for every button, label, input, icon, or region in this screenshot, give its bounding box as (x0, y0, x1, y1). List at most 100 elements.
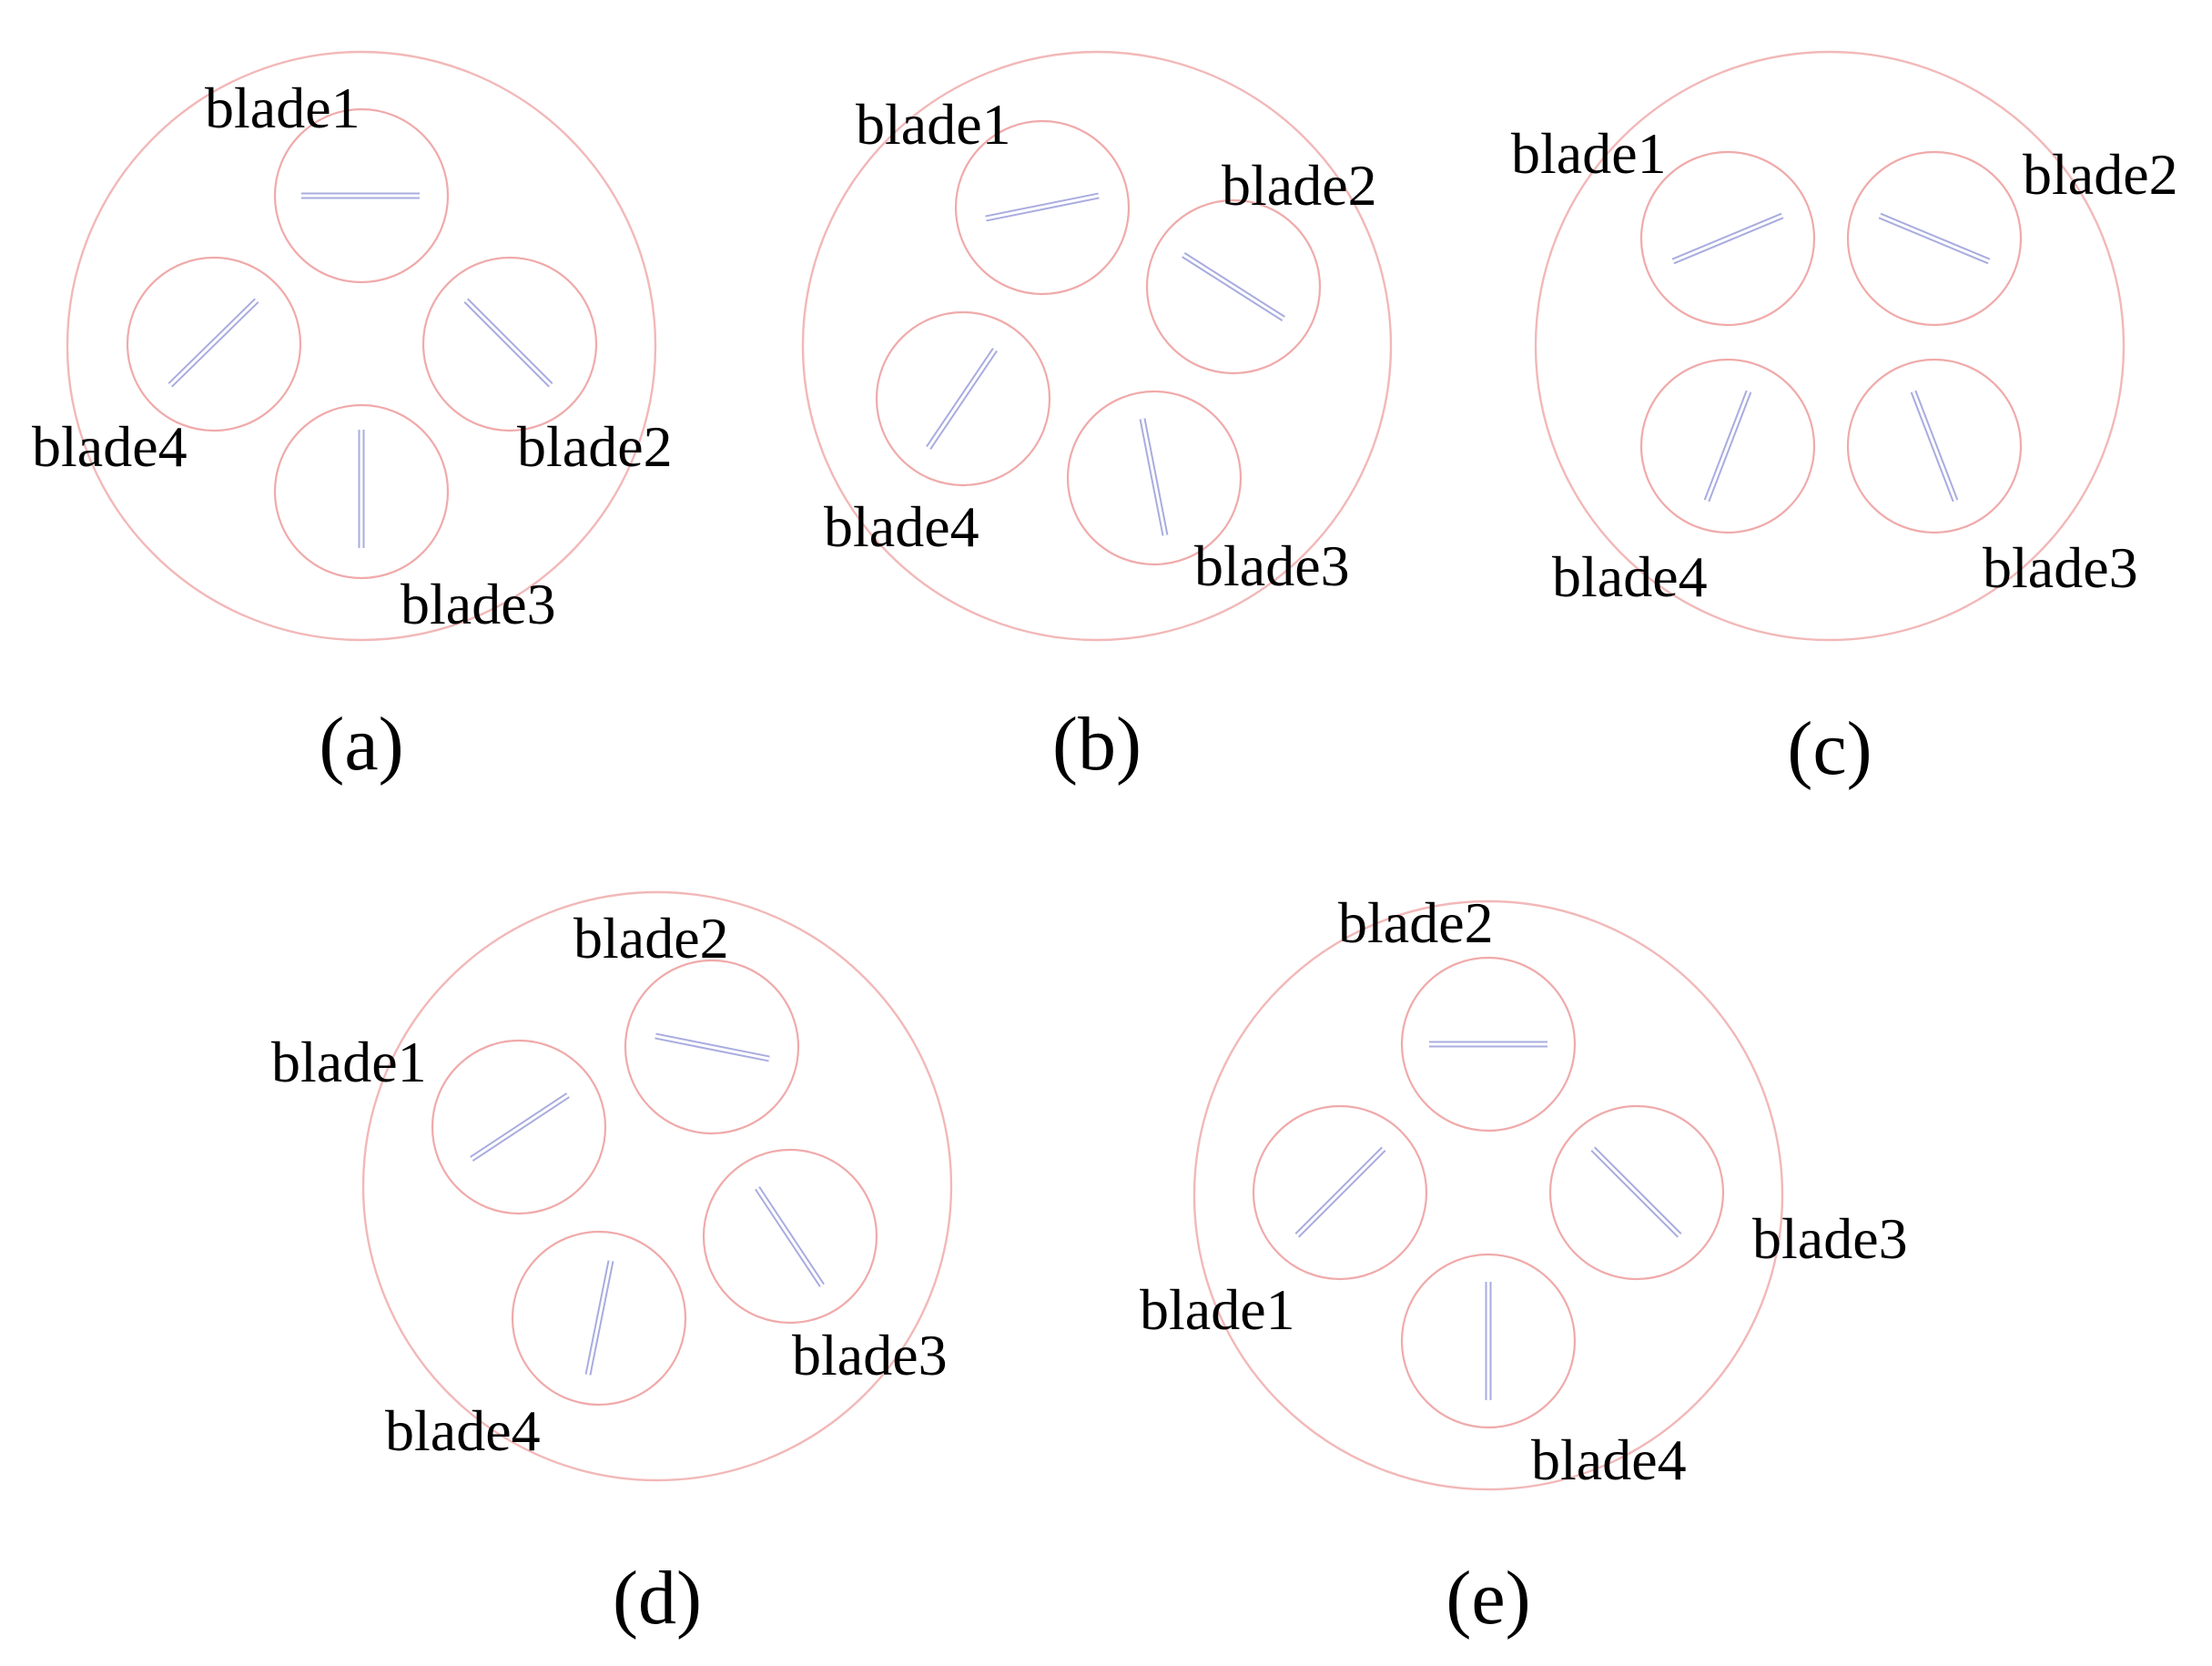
blade-label: blade2 (2023, 142, 2178, 207)
blade-label: blade2 (1222, 153, 1377, 218)
panel-b: blade1 blade2 blade3 blade4 (b) (801, 50, 1393, 787)
panel-a: blade1 blade2 blade3 blade4 (a) (32, 50, 673, 787)
rotor-blade2: blade2 (573, 906, 800, 1135)
rotor-circle (421, 256, 598, 432)
rotor-circle (273, 107, 450, 284)
blade-label: blade3 (1983, 535, 2138, 600)
blade-line (1878, 212, 1991, 265)
blade-line (167, 298, 259, 388)
blade-label: blade2 (573, 906, 729, 970)
blade-label: blade4 (32, 414, 188, 479)
rotor-circle (273, 403, 450, 580)
panel-caption: (d) (613, 1556, 702, 1641)
rotor-circle (1846, 358, 2023, 534)
blade-line (1910, 390, 1959, 503)
rotor-circle (511, 1230, 687, 1407)
rotor-blade4: blade4 (824, 310, 1051, 559)
panel-caption: (b) (1052, 702, 1142, 787)
blade-line (1182, 252, 1285, 321)
blade-label: blade3 (1194, 533, 1350, 598)
panel-caption: (e) (1446, 1556, 1530, 1641)
rotor-circle (1066, 390, 1243, 566)
domain-circle (1192, 899, 1784, 1491)
blade-core (1295, 1147, 1385, 1237)
blade-core (1672, 214, 1783, 263)
rotor-blade1: blade1 (205, 76, 450, 284)
blade-core (464, 299, 553, 387)
rotor-blade4: blade4 (32, 256, 302, 479)
blade-label: blade1 (1140, 1277, 1295, 1342)
blade-label: blade1 (205, 76, 360, 140)
rotor-circle (1548, 1104, 1725, 1281)
rotor-blade3: blade3 (1846, 358, 2138, 600)
blade-label: blade1 (856, 92, 1011, 157)
blade-core (756, 1187, 824, 1286)
rotor-circle (875, 310, 1051, 487)
rotor-circle (1400, 956, 1577, 1133)
domain-circle (1534, 50, 2126, 642)
rotor-blade4: blade4 (1400, 1253, 1687, 1492)
rotor-circle (1639, 150, 1816, 327)
blade-core (1182, 253, 1284, 320)
blade-line (1703, 390, 1752, 503)
rotor-blade3: blade3 (702, 1148, 948, 1387)
blade-label: blade4 (1552, 544, 1708, 609)
rotor-blade2: blade2 (421, 256, 673, 479)
blade-core (1141, 418, 1167, 536)
blade-core (1705, 391, 1750, 502)
rotor-blade4: blade4 (385, 1230, 687, 1463)
blade-line (470, 1092, 570, 1162)
blade-line (985, 192, 1100, 222)
rotor-blade2: blade2 (1846, 142, 2178, 327)
blade-line (1671, 212, 1784, 265)
blade-label: blade4 (385, 1398, 541, 1463)
panel-caption: (a) (319, 702, 403, 787)
blade-core (654, 1034, 770, 1061)
rotor-blade1: blade1 (1140, 1104, 1428, 1342)
rotor-circle (1400, 1253, 1577, 1429)
domain-circle (66, 50, 657, 642)
blade-label: blade2 (1338, 890, 1494, 955)
blade-core (1912, 391, 1957, 502)
blade-core (1879, 214, 1990, 263)
blade-label: blade3 (792, 1323, 948, 1387)
panel-c: blade1 blade2 blade3 blade4 (c) (1511, 50, 2178, 791)
blade-line (1139, 418, 1169, 536)
blade-label: blade1 (271, 1030, 427, 1094)
blade-line (654, 1032, 770, 1062)
rotor-blade2: blade2 (1338, 890, 1577, 1133)
rotor-circle (126, 256, 302, 432)
blade-core (168, 299, 259, 387)
blade-core (471, 1093, 569, 1161)
blade-line (1590, 1146, 1682, 1238)
domain-circle (361, 890, 953, 1482)
rotor-circle (954, 119, 1131, 296)
rotor-blade4: blade4 (1552, 358, 1816, 609)
rotor-blade3: blade3 (1548, 1104, 1908, 1281)
rotor-blade1: blade1 (1511, 121, 1816, 327)
rotor-circle (1639, 358, 1816, 534)
domain-circle (801, 50, 1393, 642)
rotor-circle (1145, 198, 1322, 375)
rotor-circle (702, 1148, 878, 1325)
blade-line (926, 348, 998, 450)
blade-core (927, 349, 997, 449)
blade-core (1591, 1147, 1681, 1237)
rotor-blade1: blade1 (271, 1030, 607, 1215)
rotor-circle (1846, 150, 2023, 327)
panel-d: blade1 blade2 blade3 blade4 (d) (271, 890, 953, 1641)
blade-label: blade4 (824, 494, 979, 559)
blade-line (584, 1260, 614, 1376)
rotor-blade3: blade3 (1066, 390, 1350, 598)
blade-core (586, 1260, 613, 1376)
blade-core (985, 194, 1100, 220)
rotor-circle (1252, 1104, 1428, 1281)
blade-label: blade4 (1531, 1427, 1687, 1492)
blade-label: blade2 (517, 414, 673, 479)
blade-label: blade3 (401, 572, 556, 636)
blade-label: blade1 (1511, 121, 1667, 186)
panel-caption: (c) (1787, 706, 1872, 791)
rotor-blade3: blade3 (273, 403, 556, 636)
panel-e: blade1 blade2 blade3 blade4 (e) (1140, 890, 1908, 1641)
